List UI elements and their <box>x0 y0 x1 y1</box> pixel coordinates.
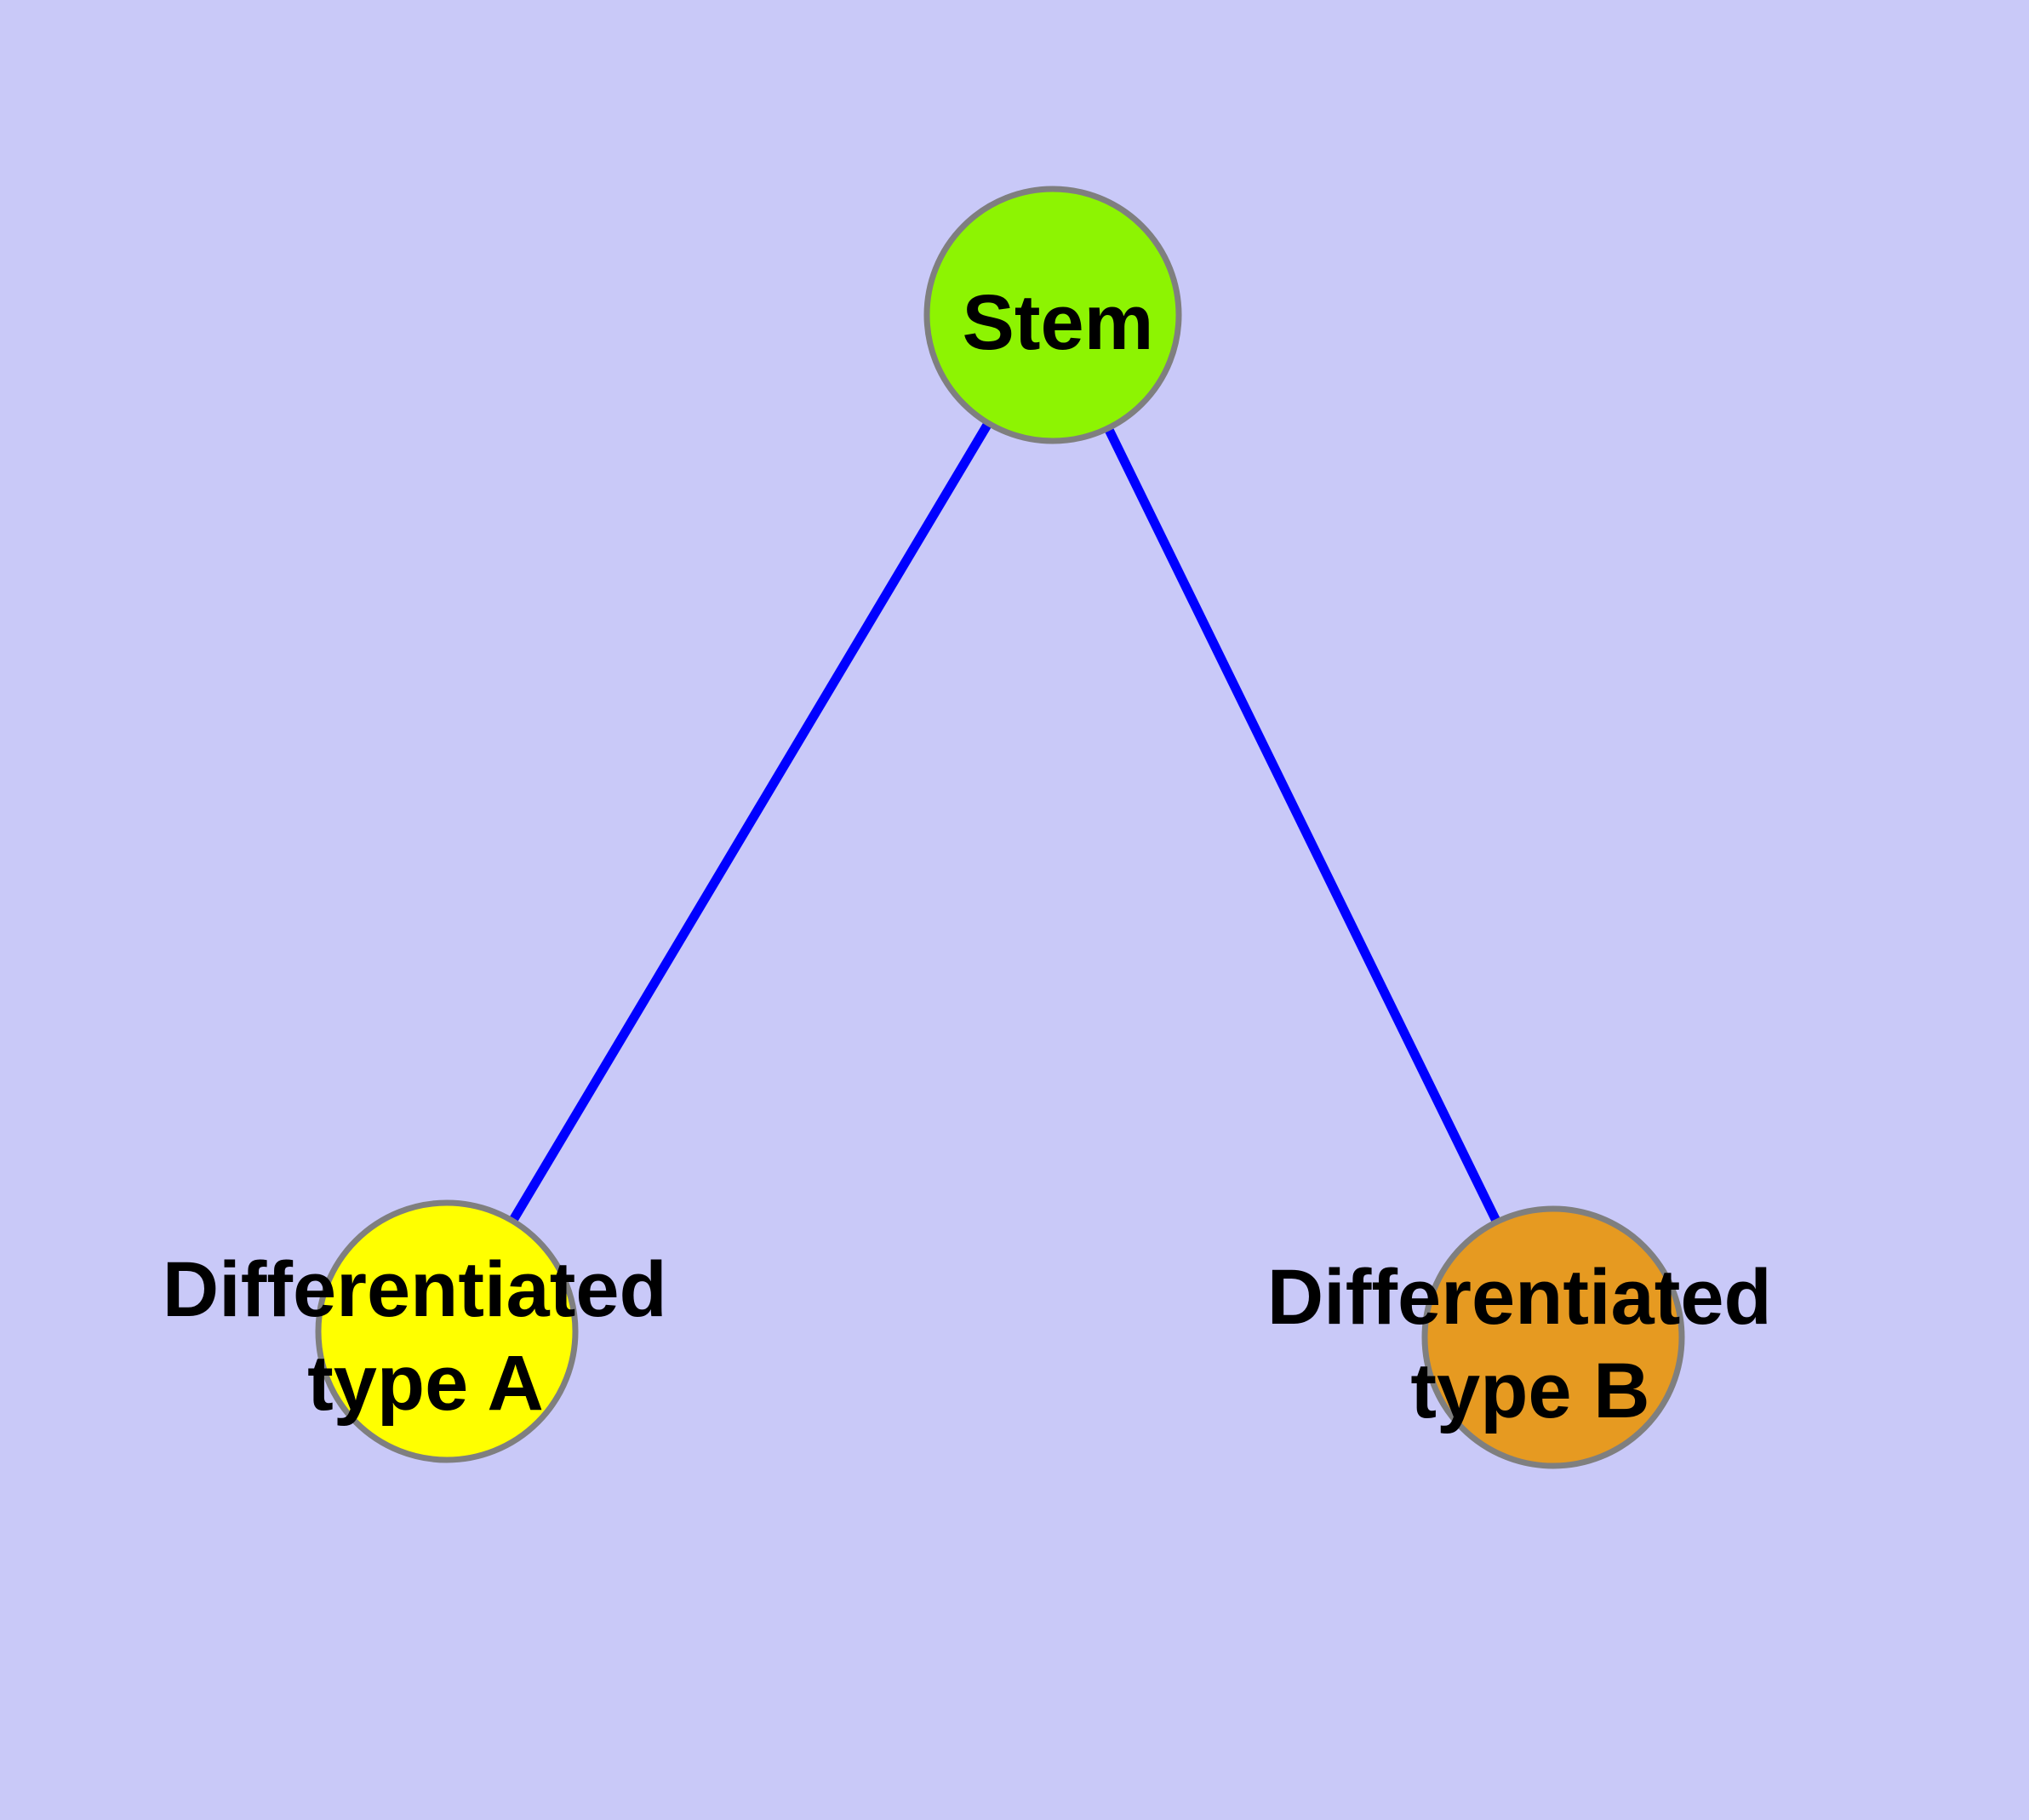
node-stem[interactable] <box>923 186 1182 444</box>
edge-stem-to-type-a <box>443 312 1057 1334</box>
node-type-a-label-line2: type A <box>307 1340 544 1427</box>
node-differentiated-type-a[interactable] <box>315 1199 579 1463</box>
node-type-a-label: Differentiated type A <box>163 1246 689 1427</box>
node-type-a-label-line1: Differentiated <box>163 1246 667 1333</box>
node-differentiated-type-b[interactable] <box>1421 1205 1685 1469</box>
node-type-b-label: Differentiated type B <box>1267 1254 1794 1434</box>
node-type-b-label-line2: type B <box>1410 1348 1649 1434</box>
edge-stem-to-type-b <box>1049 312 1557 1340</box>
node-type-b-label-line1: Differentiated <box>1267 1254 1772 1341</box>
node-stem-label: Stem <box>963 279 1154 366</box>
